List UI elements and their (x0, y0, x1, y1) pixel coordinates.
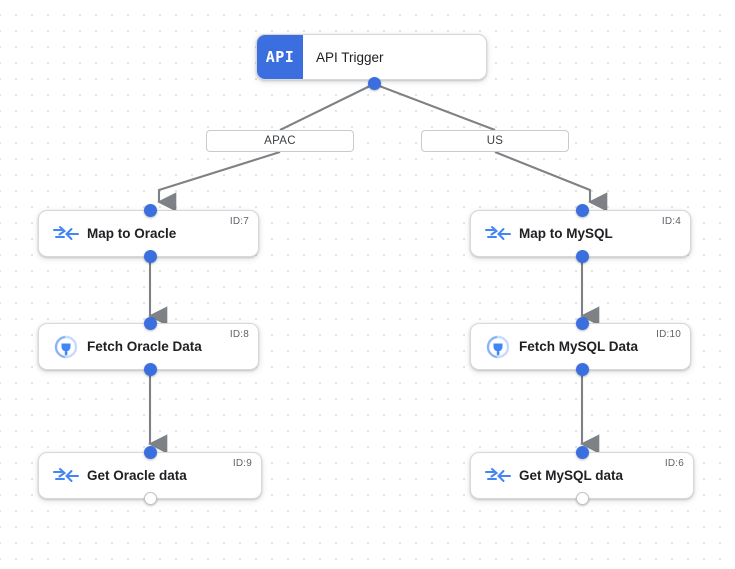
port-fetch-oracle-input[interactable] (144, 317, 157, 330)
port-get-mysql-input[interactable] (576, 446, 589, 459)
edge-us-to-map-mysql (494, 151, 608, 212)
connector-plug-icon (51, 332, 81, 362)
branch-label-us[interactable]: US (421, 130, 569, 152)
node-id-badge: ID:7 (229, 216, 249, 227)
node-title: API Trigger (316, 49, 384, 65)
port-fetch-oracle-output[interactable] (144, 363, 157, 376)
node-id-badge: ID:10 (656, 329, 681, 340)
port-map-to-mysql-output[interactable] (576, 250, 589, 263)
map-arrows-icon (483, 461, 513, 491)
port-get-oracle-input[interactable] (144, 446, 157, 459)
node-map-to-mysql[interactable]: Map to MySQL ID:4 (470, 210, 691, 257)
port-get-mysql-output[interactable] (576, 492, 589, 505)
map-arrows-icon (51, 219, 81, 249)
map-arrows-icon (483, 219, 513, 249)
node-title: Fetch MySQL Data (519, 339, 639, 354)
node-id-badge: ID:4 (661, 216, 681, 227)
port-map-to-mysql-input[interactable] (576, 204, 589, 217)
node-fetch-oracle-data[interactable]: Fetch Oracle Data ID:8 (38, 323, 259, 370)
node-title: Map to MySQL (519, 226, 613, 241)
node-title: Get MySQL data (519, 468, 624, 483)
port-map-to-oracle-output[interactable] (144, 250, 157, 263)
port-trigger-output[interactable] (368, 77, 381, 90)
port-fetch-mysql-output[interactable] (576, 363, 589, 376)
port-fetch-mysql-input[interactable] (576, 317, 589, 330)
node-api-trigger[interactable]: API API Trigger (256, 34, 487, 80)
node-title: Map to Oracle (87, 226, 177, 241)
node-id-badge: ID:8 (229, 329, 249, 340)
edge-trigger-to-us (373, 83, 496, 131)
port-get-oracle-output[interactable] (144, 492, 157, 505)
connector-plug-icon (483, 332, 513, 362)
api-badge-icon: API (257, 35, 303, 79)
edge-trigger-to-apac (279, 83, 375, 131)
node-title: Get Oracle data (87, 468, 187, 483)
node-id-badge: ID:6 (664, 458, 684, 469)
branch-label-apac[interactable]: APAC (206, 130, 354, 152)
map-arrows-icon (51, 461, 81, 491)
node-title: Fetch Oracle Data (87, 339, 202, 354)
edge-apac-to-map-oracle (157, 150, 281, 212)
node-id-badge: ID:9 (232, 458, 252, 469)
node-get-mysql-data[interactable]: Get MySQL data ID:6 (470, 452, 694, 499)
node-get-oracle-data[interactable]: Get Oracle data ID:9 (38, 452, 262, 499)
port-map-to-oracle-input[interactable] (144, 204, 157, 217)
node-fetch-mysql-data[interactable]: Fetch MySQL Data ID:10 (470, 323, 691, 370)
